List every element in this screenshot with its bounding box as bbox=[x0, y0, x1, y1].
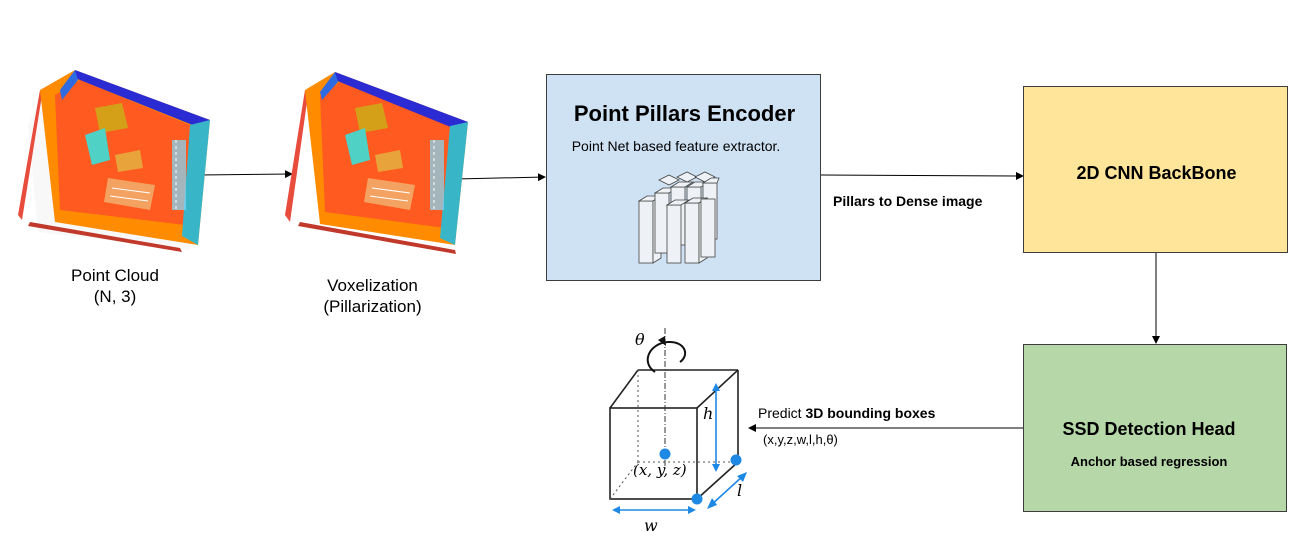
voxelization-sublabel: (Pillarization) bbox=[323, 297, 422, 316]
bbox-w-label: w bbox=[644, 516, 658, 535]
edge-label-pillars-to-dense: Pillars to Dense image bbox=[833, 193, 983, 209]
arrow-pointcloud-to-voxel bbox=[199, 170, 293, 179]
edge-label-box-params: (x,y,z,w,l,h,θ) bbox=[763, 432, 838, 447]
pillars-icon bbox=[637, 171, 720, 264]
voxelization-caption: Voxelization (Pillarization) bbox=[295, 275, 450, 317]
head-subtitle: Anchor based regression bbox=[1070, 454, 1228, 469]
voxelization-label: Voxelization bbox=[327, 276, 418, 295]
point-cloud-caption: Point Cloud (N, 3) bbox=[40, 265, 190, 307]
encoder-title: Point Pillars Encoder bbox=[573, 101, 796, 126]
arrow-encoder-to-backbone bbox=[820, 171, 1024, 180]
bbox-l-label: l bbox=[737, 481, 743, 500]
head-title: SSD Detection Head bbox=[1062, 419, 1236, 439]
backbone-box: 2D CNN BackBone bbox=[1023, 86, 1288, 253]
point-cloud-sublabel: (N, 3) bbox=[93, 287, 137, 306]
bbox-center-label: (x, y, z) bbox=[633, 461, 687, 479]
arrow-voxel-to-encoder bbox=[455, 173, 546, 182]
bbox-theta-label: θ bbox=[635, 330, 645, 349]
bbox-h-label: h bbox=[703, 404, 714, 423]
point-cloud-label: Point Cloud bbox=[71, 266, 159, 285]
encoder-box: Point Pillars Encoder Point Net based fe… bbox=[546, 74, 821, 281]
edge-label-predict-prefix: Predict bbox=[758, 405, 806, 421]
encoder-subtitle: Point Net based feature extractor. bbox=[571, 138, 781, 154]
head-box: SSD Detection Head Anchor based regressi… bbox=[1023, 344, 1287, 512]
backbone-title: 2D CNN BackBone bbox=[1076, 163, 1237, 183]
edge-label-predict-bold: 3D bounding boxes bbox=[805, 405, 936, 421]
edge-label-predict: Predict 3D bounding boxes bbox=[758, 405, 935, 421]
